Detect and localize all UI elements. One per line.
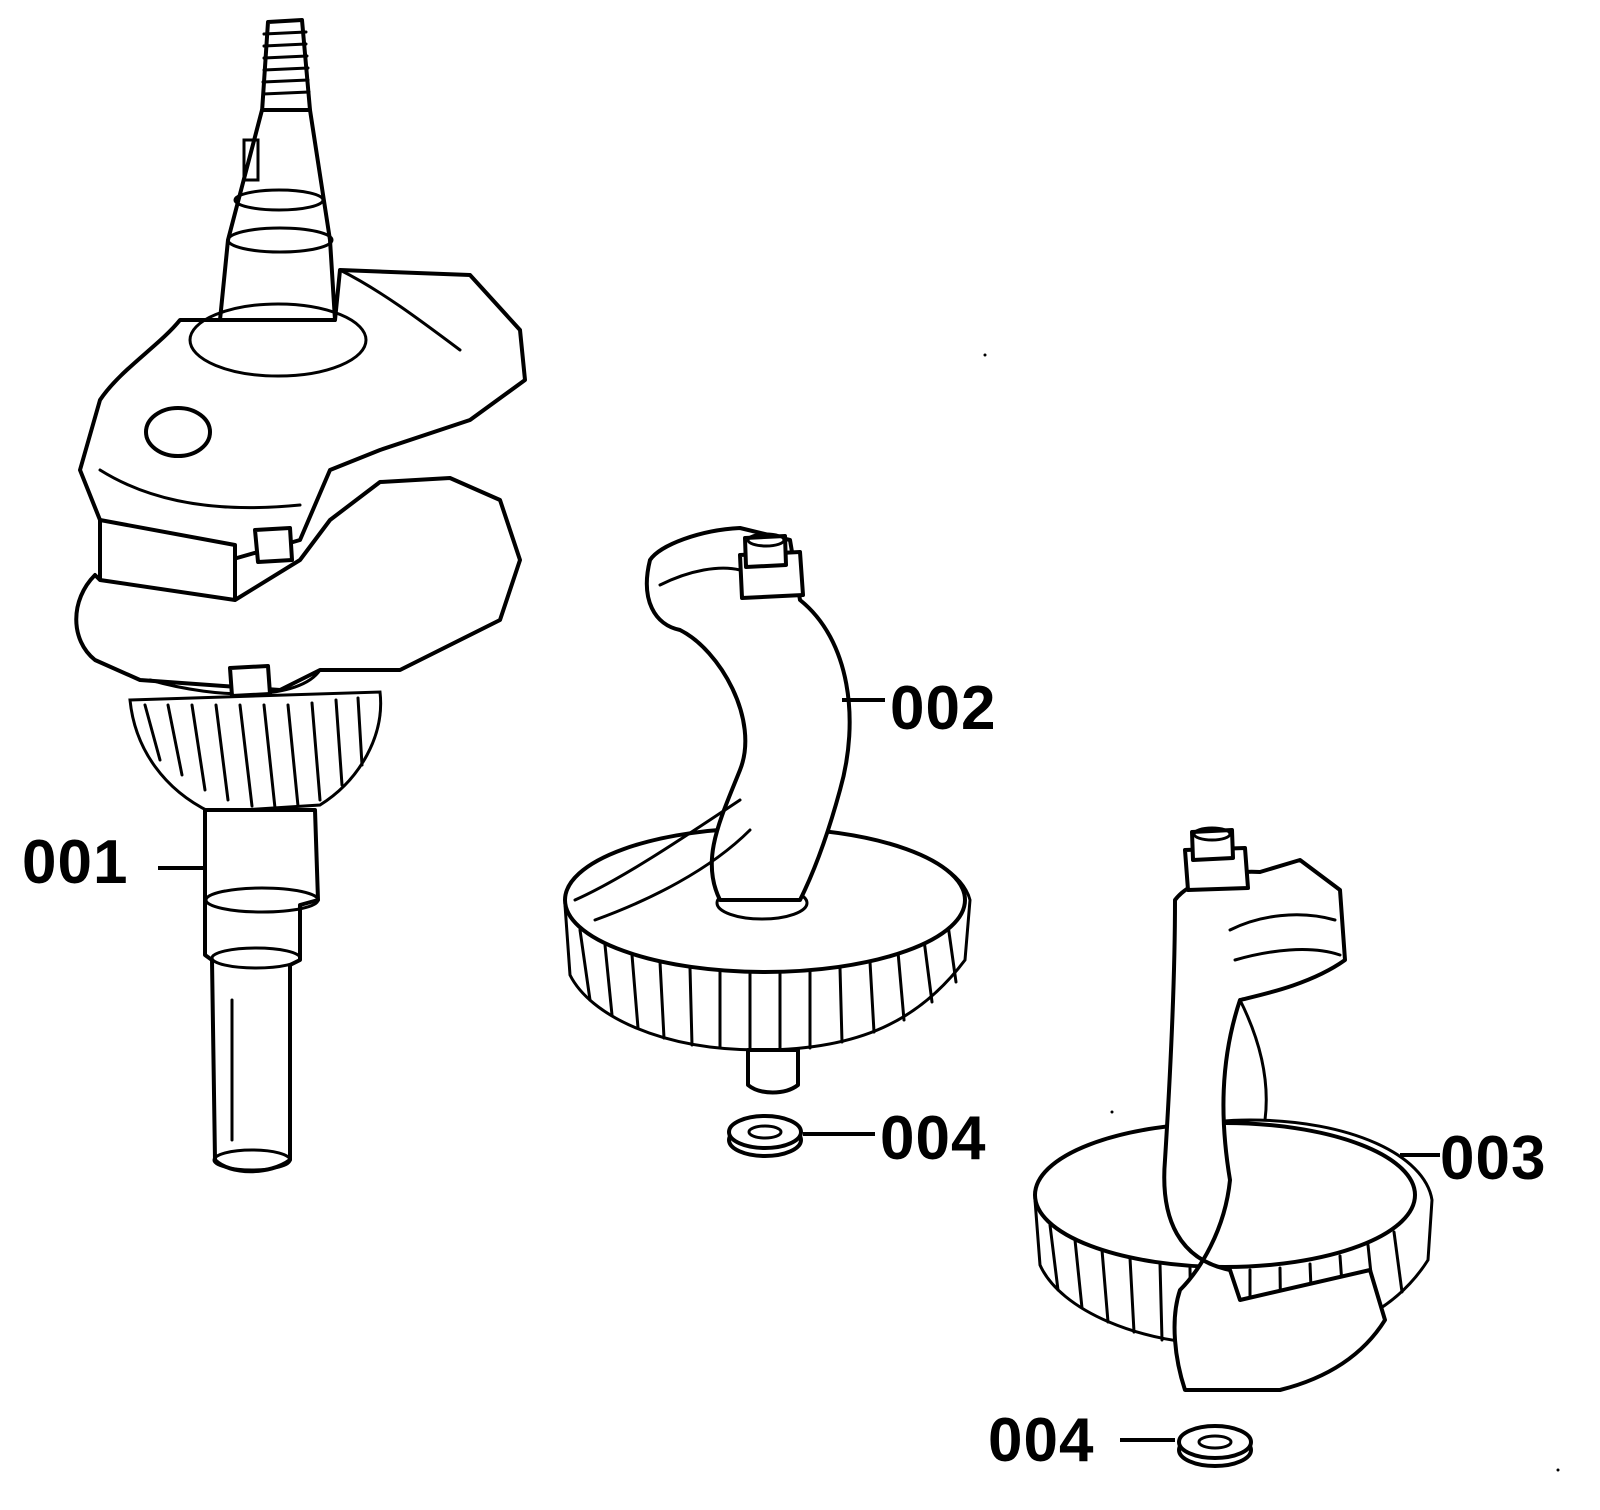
balancer-shaft-upper <box>563 526 972 1095</box>
speckle <box>1556 1468 1560 1472</box>
callout-washer-lower: 004 <box>988 1406 1095 1475</box>
speckle <box>1110 1110 1114 1114</box>
callout-crankshaft: 001 <box>22 828 129 897</box>
callout-balancer-upper: 002 <box>890 674 997 743</box>
washer-lower <box>1177 1424 1253 1468</box>
washer-upper <box>727 1114 803 1158</box>
callout-balancer-lower: 003 <box>1440 1124 1547 1193</box>
speckle <box>983 353 987 357</box>
callout-washer-upper: 004 <box>880 1104 987 1173</box>
balancer-shaft-lower <box>1033 826 1434 1392</box>
crankshaft <box>74 18 527 1174</box>
